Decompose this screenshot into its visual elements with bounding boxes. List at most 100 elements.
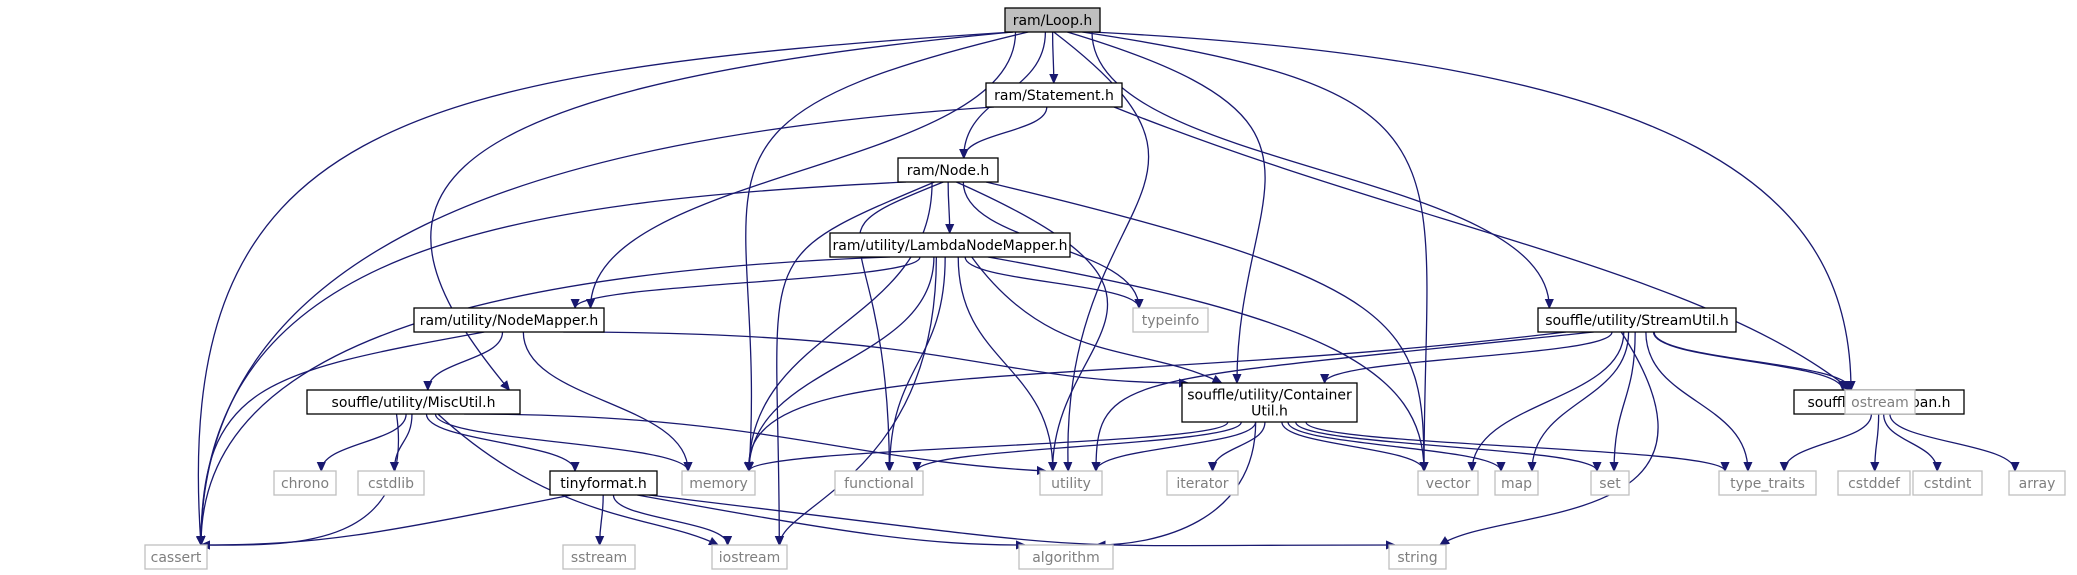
node-statement[interactable]: ram/Statement.h xyxy=(985,82,1123,108)
node-ostream: ostream xyxy=(1844,389,1916,415)
node-box xyxy=(834,470,924,496)
edge-containerutil-to-map xyxy=(1287,421,1501,471)
edge-lambda-to-functional xyxy=(890,256,946,471)
edge-streamutil-to-memory xyxy=(749,331,1567,471)
edge-lambda-to-nodemapper xyxy=(575,256,921,308)
edge-tinyformat-to-cassert xyxy=(201,494,572,545)
nodes-layer: ram/Loop.h ram/Statement.h ram/Node.h ram/u… xyxy=(144,7,2066,570)
edge-node-to-memory xyxy=(749,181,933,471)
node-box xyxy=(711,544,788,570)
edge-loop-to-cassert xyxy=(198,31,1014,545)
node-label: typeinfo xyxy=(1142,313,1200,329)
node-loop[interactable]: ram/Loop.h xyxy=(1004,7,1101,33)
node-label: vector xyxy=(1426,476,1471,492)
edge-span-to-cstdint xyxy=(1883,413,1938,471)
node-sstream: sstream xyxy=(562,544,636,570)
edge-miscutil-to-iostream xyxy=(437,413,718,546)
edge-lambda-to-utility xyxy=(957,256,1053,471)
node-box xyxy=(1132,307,1209,333)
edge-loop-to-vector xyxy=(1082,31,1427,471)
edge-containerutil-to-functional xyxy=(917,421,1242,471)
edge-span-to-type_traits xyxy=(1784,413,1873,471)
node-box xyxy=(1844,389,1916,415)
edge-statement-to-node xyxy=(964,106,1048,158)
edge-streamutil-to-map xyxy=(1532,331,1630,471)
edge-node-to-utility xyxy=(956,181,1109,471)
node-set: set xyxy=(1590,470,1630,496)
edge-containerutil-to-type_traits xyxy=(1305,421,1725,471)
node-label: cstdlib xyxy=(368,476,414,492)
edge-miscutil-to-memory xyxy=(434,413,688,471)
edge-miscutil-to-chrono xyxy=(321,413,407,471)
node-label: iterator xyxy=(1176,476,1228,492)
node-node[interactable]: ram/Node.h xyxy=(897,157,999,183)
node-miscutil[interactable]: souffle/utility/MiscUtil.h xyxy=(306,389,521,415)
edge-containerutil-to-vector xyxy=(1281,421,1424,471)
node-label: souffle/utility/MiscUtil.h xyxy=(332,395,496,411)
node-box xyxy=(306,389,521,415)
node-label: ram/Loop.h xyxy=(1013,13,1093,29)
edge-miscutil-to-utility xyxy=(464,413,1046,471)
node-box xyxy=(1004,7,1101,33)
edge-streamutil-to-ostream xyxy=(1653,331,1851,390)
edge-span-to-cstddef xyxy=(1875,413,1879,471)
node-box xyxy=(1417,470,1479,496)
node-cstdint: cstdint xyxy=(1912,470,1983,496)
node-label: sstream xyxy=(571,550,627,566)
node-box xyxy=(357,470,425,496)
edge-streamutil-to-type_traits xyxy=(1645,331,1748,471)
node-cstdlib: cstdlib xyxy=(357,470,425,496)
node-cstddef: cstddef xyxy=(1837,470,1911,496)
edge-node-to-iostream xyxy=(777,181,935,545)
edge-loop-to-streamutil xyxy=(1091,31,1549,308)
edge-nodemapper-to-containerutil xyxy=(563,331,1188,383)
node-box xyxy=(829,232,1071,258)
edge-containerutil-to-utility xyxy=(1096,421,1257,471)
edge-containerutil-to-algorithm xyxy=(1097,421,1257,545)
edge-tinyformat-to-iostream xyxy=(612,494,727,545)
node-box xyxy=(1166,470,1239,496)
edge-nodemapper-to-miscutil xyxy=(428,331,504,390)
edge-nodemapper-to-cassert xyxy=(201,331,485,545)
node-box xyxy=(144,544,208,570)
edge-containerutil-to-set xyxy=(1295,421,1597,471)
node-vector: vector xyxy=(1417,470,1479,496)
node-memory: memory xyxy=(681,470,756,496)
node-box xyxy=(897,157,999,183)
node-label: cstddef xyxy=(1848,476,1901,492)
edge-streamutil-to-utility xyxy=(1096,331,1594,471)
node-label: cstdint xyxy=(1924,476,1972,492)
node-array: array xyxy=(2008,470,2066,496)
node-algorithm: algorithm xyxy=(1018,544,1114,570)
edge-lambda-to-vector xyxy=(987,256,1424,471)
edge-loop-to-miscutil xyxy=(430,31,1014,390)
node-typeinfo: typeinfo xyxy=(1132,307,1209,333)
node-label: set xyxy=(1599,476,1621,492)
node-label: souffle/utility/Container xyxy=(1187,388,1352,404)
node-tinyformat[interactable]: tinyformat.h xyxy=(549,470,658,496)
node-lambda[interactable]: ram/utility/LambdaNodeMapper.h xyxy=(829,232,1071,258)
edge-containerutil-to-iterator xyxy=(1213,421,1266,471)
node-streamutil[interactable]: souffle/utility/StreamUtil.h xyxy=(1537,307,1737,333)
node-label: ram/Statement.h xyxy=(994,88,1114,104)
edge-lambda-to-cassert xyxy=(201,256,891,545)
node-type_traits: type_traits xyxy=(1718,470,1817,496)
edge-streamutil-to-containerutil xyxy=(1325,331,1613,383)
edge-miscutil-to-cstdlib xyxy=(394,413,413,471)
edge-lambda-to-typeinfo xyxy=(964,256,1139,308)
node-box xyxy=(681,470,756,496)
edges-layer xyxy=(198,31,2015,546)
node-nodemapper[interactable]: ram/utility/NodeMapper.h xyxy=(413,307,605,333)
node-box xyxy=(273,470,337,496)
node-label: tinyformat.h xyxy=(560,476,647,492)
edge-miscutil-to-tinyformat xyxy=(425,413,575,471)
node-box xyxy=(985,82,1123,108)
node-box xyxy=(1718,470,1817,496)
edge-containerutil-to-memory xyxy=(749,421,1229,471)
node-box xyxy=(2008,470,2066,496)
node-box xyxy=(413,307,605,333)
node-chrono: chrono xyxy=(273,470,337,496)
edge-streamutil-to-vector xyxy=(1472,331,1625,471)
